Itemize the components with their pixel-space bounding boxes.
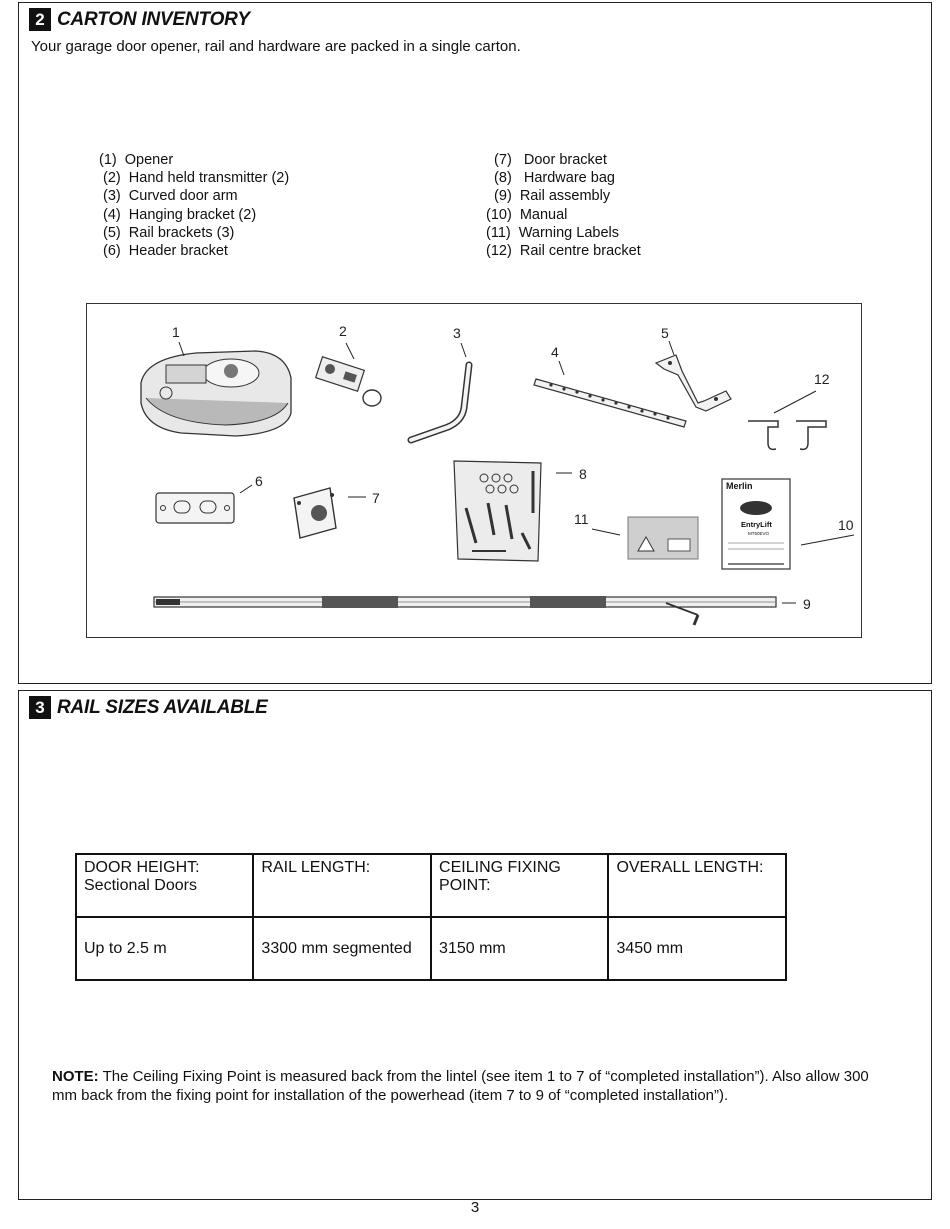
table-header-cell: OVERALL LENGTH: (607, 853, 787, 918)
list-item: (11) Warning Labels (486, 224, 619, 241)
page-number: 3 (470, 1199, 480, 1216)
intro-text: Your garage door opener, rail and hardwa… (31, 38, 521, 55)
hanging-bracket-illustration (533, 378, 687, 428)
section-title: CARTON INVENTORY (57, 8, 250, 30)
door-bracket-illustration (293, 487, 337, 539)
list-item: (1) Opener (99, 152, 174, 168)
callout-label: 10 (838, 517, 854, 533)
table-header-cell: DOOR HEIGHT: Sectional Doors (74, 853, 255, 918)
header-bracket-illustration (155, 492, 235, 524)
callout-label: 12 (814, 371, 830, 387)
table-cell: 3300 mm segmented (252, 916, 433, 981)
callout-label: 9 (803, 596, 811, 612)
section-number: 2 (29, 8, 51, 31)
table-header-cell: CEILING FIXING POINT: (430, 853, 610, 918)
rail-sizes-section: 3 RAIL SIZES AVAILABLE DOOR HEIGHT: Sect… (18, 690, 932, 1200)
list-item: (2) Hand held transmitter (2) (99, 170, 290, 187)
parts-diagram: 1 2 3 4 5 12 (86, 303, 862, 638)
callout-label: 11 (574, 511, 589, 527)
rail-centre-bracket-illustration (748, 420, 827, 451)
manual-brand: Merlin (726, 481, 753, 491)
table-cell: Up to 2.5 m (74, 916, 255, 981)
list-item: (12) Rail centre bracket (486, 243, 641, 260)
manual-illustration: Merlin EntryLift MT50EVO (721, 478, 791, 570)
callout-label: 1 (172, 324, 180, 340)
rail-assembly-illustration (153, 596, 777, 626)
note-paragraph: NOTE: The Ceiling Fixing Point is measur… (52, 1067, 882, 1105)
table-header-row: DOOR HEIGHT: Sectional Doors RAIL LENGTH… (74, 853, 787, 918)
warning-labels-illustration (627, 516, 699, 560)
list-item: (4) Hanging bracket (2) (99, 206, 257, 223)
diagram-frame (86, 303, 862, 638)
callout-label: 2 (339, 323, 347, 339)
manual-product: EntryLift (741, 520, 772, 529)
list-item: (3) Curved door arm (99, 188, 238, 205)
table-cell: 3450 mm (607, 916, 787, 981)
list-item: (7) Door bracket (486, 152, 607, 168)
section-heading: 2 CARTON INVENTORY (29, 8, 250, 31)
section-heading: 3 RAIL SIZES AVAILABLE (29, 696, 268, 719)
list-item: (5) Rail brackets (3) (99, 224, 235, 241)
list-item: (8) Hardware bag (486, 170, 615, 187)
note-label: NOTE: (52, 1068, 99, 1085)
list-item: (9) Rail assembly (486, 188, 611, 205)
note-text: The Ceiling Fixing Point is measured bac… (52, 1068, 869, 1104)
table-row: Up to 2.5 m 3300 mm segmented 3150 mm 34… (74, 916, 787, 981)
opener-illustration (140, 350, 292, 437)
manual-model: MT50EVO (748, 531, 770, 536)
inventory-list-right: (7) Door bracket (8) Hardware bag (9) Ra… (486, 151, 641, 260)
callout-label: 8 (579, 466, 587, 482)
list-item: (10) Manual (486, 206, 568, 223)
rail-sizes-table: DOOR HEIGHT: Sectional Doors RAIL LENGTH… (74, 853, 787, 981)
section-number: 3 (29, 696, 51, 719)
callout-label: 7 (372, 490, 380, 506)
transmitter-illustration (314, 355, 382, 407)
callout-label: 4 (551, 344, 559, 360)
callout-label: 5 (661, 325, 669, 341)
list-item: (6) Header bracket (99, 243, 228, 260)
callout-label: 6 (255, 473, 263, 489)
table-header-cell: RAIL LENGTH: (252, 853, 433, 918)
hardware-bag-illustration (453, 460, 542, 562)
inventory-list-left: (1) Opener (2) Hand held transmitter (2)… (99, 151, 289, 260)
callout-label: 3 (453, 325, 461, 341)
carton-inventory-section: 2 CARTON INVENTORY Your garage door open… (18, 2, 932, 684)
section-title: RAIL SIZES AVAILABLE (57, 696, 268, 718)
table-cell: 3150 mm (430, 916, 610, 981)
rail-bracket-illustration (654, 354, 732, 412)
